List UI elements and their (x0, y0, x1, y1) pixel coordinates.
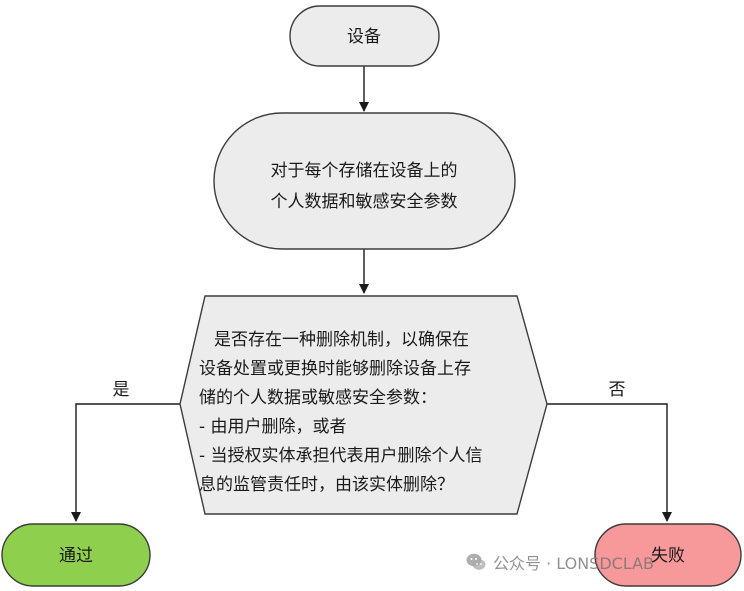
decision-line-2: 设备处置或更换时能够删除设备上存 (199, 359, 471, 379)
decision-line-5: - 当授权实体承担代表用户删除个人信 (199, 446, 483, 466)
edge-no-to-fail (547, 403, 672, 522)
node-device-label: 设备 (347, 27, 381, 47)
node-data-scope-line-1: 对于每个存储在设备上的 (271, 161, 458, 181)
edge-yes-to-pass (71, 403, 180, 522)
node-device: 设备 (289, 5, 440, 67)
decision-line-3: 储的个人数据或敏感安全参数： (199, 388, 437, 408)
edge-label-no: 否 (609, 380, 626, 400)
decision-line-4: - 由用户删除，或者 (199, 417, 347, 437)
edge-label-yes: 是 (113, 380, 130, 400)
node-pass: 通过 (1, 523, 151, 587)
node-fail-label: 失败 (651, 546, 685, 566)
node-pass-label: 通过 (59, 546, 93, 566)
node-fail: 失败 (594, 523, 742, 587)
decision-line-6: 息的监管责任时，由该实体删除？ (199, 475, 454, 495)
node-data-scope-line-2: 个人数据和敏感安全参数 (271, 192, 458, 212)
watermark: 公众号 · LONSDCLAB (465, 548, 654, 576)
wechat-icon (466, 553, 486, 570)
watermark-text: 公众号 · LONSDCLAB (493, 554, 655, 573)
decision-line-1: 是否存在一种删除机制，以确保在 (214, 330, 469, 350)
node-data-scope: 对于每个存储在设备上的 个人数据和敏感安全参数 (213, 112, 516, 250)
node-decision: 是否存在一种删除机制，以确保在 设备处置或更换时能够删除设备上存 储的个人数据或… (179, 295, 548, 515)
